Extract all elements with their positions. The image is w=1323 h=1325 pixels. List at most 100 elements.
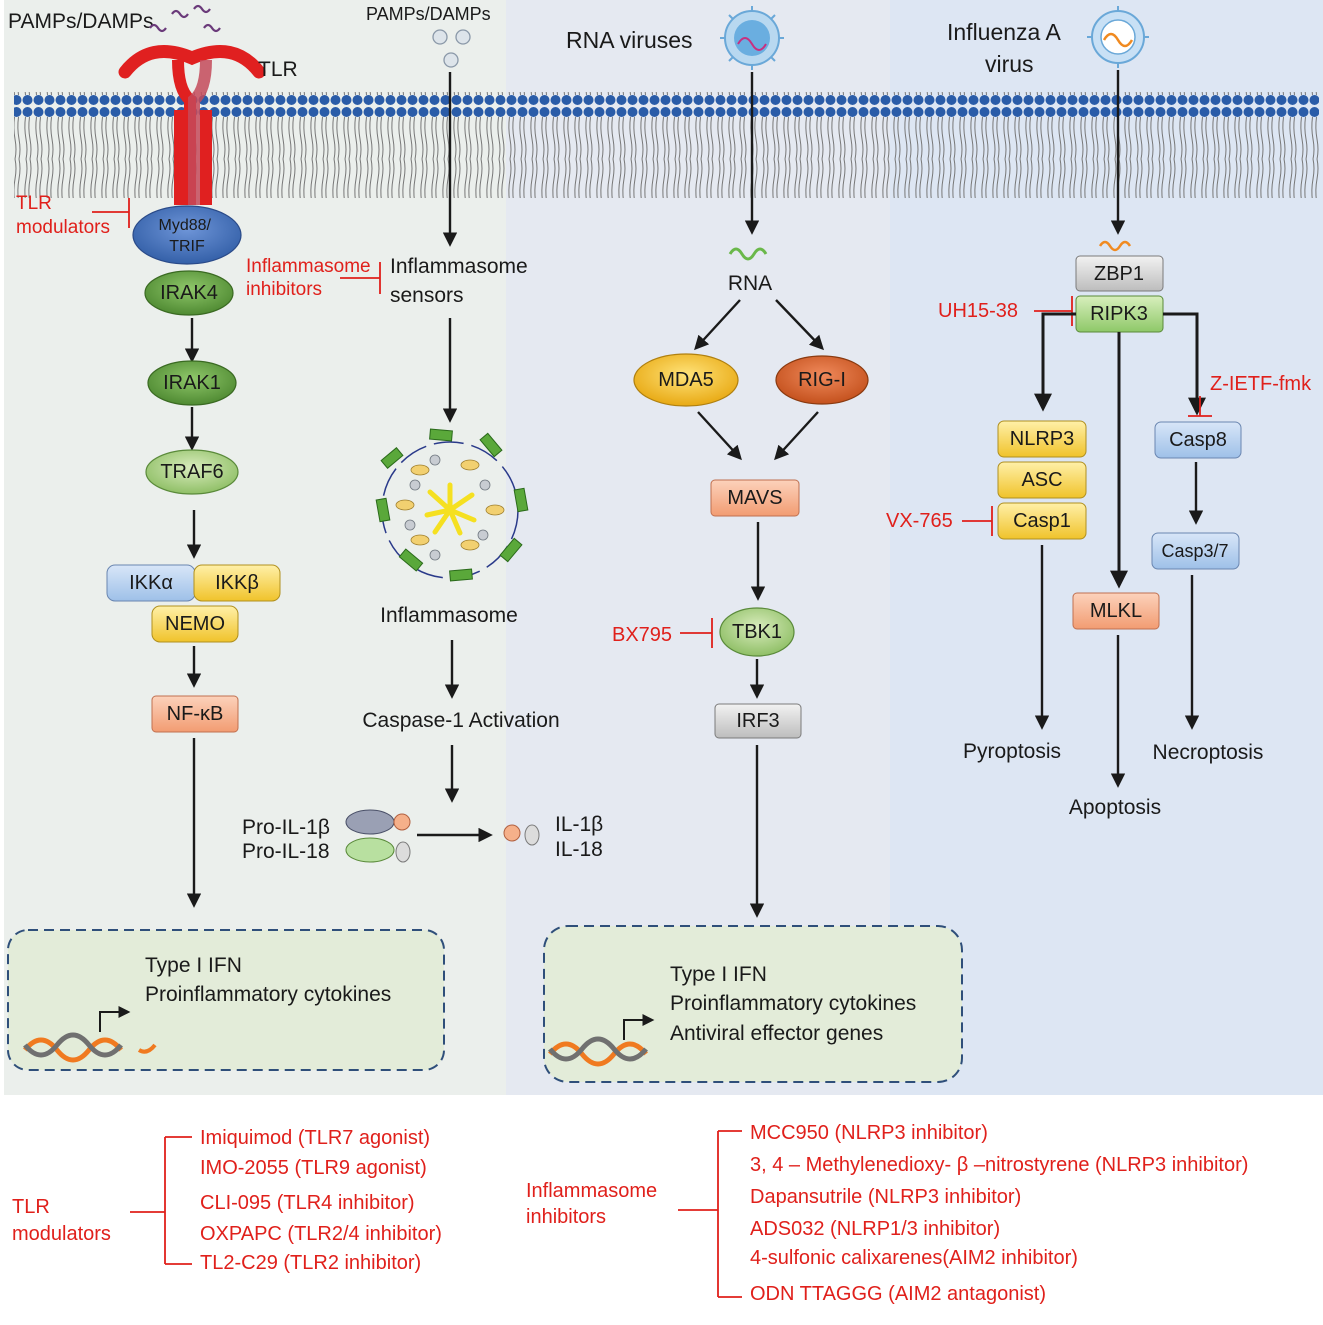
ikka-label: IKKα (129, 572, 173, 594)
tlr-modulator-inhibit-mark (92, 198, 130, 228)
casp37-node (1151, 532, 1240, 570)
inflammasome-inhibitors-label: Inflammasome inhibitors (246, 256, 376, 300)
pro-il1b-label: Pro-IL-1β (242, 816, 330, 839)
z-ietf-label: Z-IETF-fmk (1210, 373, 1312, 395)
influenza-line1: Influenza A (947, 19, 1061, 45)
casp1-label: Casp1 (1013, 510, 1071, 532)
legend-infl-item: MCC950 (NLRP3 inhibitor) (750, 1122, 988, 1144)
arrow-ripk3-casp8 (1163, 312, 1206, 416)
ikkb-label: IKKβ (215, 572, 259, 594)
legend-infl-bracket (678, 1130, 742, 1298)
vx765-label: VX-765 (886, 510, 953, 532)
uh15-inhibit-mark (1034, 296, 1073, 326)
mavs-node (710, 479, 800, 517)
legend-tlr-item: CLI-095 (TLR4 inhibitor) (200, 1192, 415, 1214)
influenza-line2: virus (985, 51, 1034, 77)
dna-icon (23, 1006, 157, 1063)
casp8-label: Casp8 (1169, 429, 1227, 451)
inflammasome-sensors-label: Inflammasome sensors (390, 255, 534, 307)
tlr-output-2: Proinflammatory cytokines (145, 983, 391, 1006)
legend-tlr-items: Imiquimod (TLR7 agonist) IMO-2055 (TLR9 … (200, 1127, 442, 1274)
tlr-ligand-label: PAMPs/DAMPs (8, 10, 153, 33)
sensors-line2: sensors (390, 284, 464, 307)
legend-infl-items: MCC950 (NLRP3 inhibitor) 3, 4 – Methylen… (750, 1122, 1248, 1305)
influenza-virus-icon (1087, 6, 1149, 68)
mda5-label: MDA5 (658, 369, 714, 391)
z-ietf-inhibit-mark (1188, 396, 1212, 417)
rna-viruses-label: RNA viruses (566, 27, 693, 53)
asc-label: ASC (1021, 469, 1062, 491)
arrow-rigi-mavs (774, 411, 819, 461)
ikkb-node (193, 564, 281, 602)
legend-infl-item: 4-sulfonic calixarenes(AIM2 inhibitor) (750, 1247, 1078, 1269)
arrow-ripk3-nlrp3 (1034, 312, 1076, 412)
pro-il18-label: Pro-IL-18 (242, 840, 330, 863)
legend-infl-title: Inflammasome inhibitors (526, 1180, 663, 1228)
arrow-mda5-mavs (697, 411, 742, 461)
legend-tlr-item: OXPAPC (TLR2/4 inhibitor) (200, 1223, 442, 1245)
inflammasome-complex-icon (375, 428, 529, 582)
rigi-node (775, 355, 869, 405)
irak4-label: IRAK4 (160, 282, 218, 304)
bx795-inhibit-mark (680, 618, 713, 648)
irak1-node (147, 360, 237, 406)
irf3-label: IRF3 (736, 710, 779, 732)
casp8-node (1154, 421, 1242, 459)
necroptosis-label: Necroptosis (1153, 741, 1264, 764)
traf6-node (145, 449, 239, 495)
zbp1-node (1075, 255, 1164, 292)
cell-membrane (14, 92, 1319, 198)
myd88-trif-label: Myd88/ TRIF (159, 217, 216, 255)
legend-tlr-line2: modulators (12, 1223, 111, 1245)
rna-output-3: Antiviral effector genes (670, 1022, 883, 1045)
mlkl-label: MLKL (1090, 600, 1142, 622)
irak4-node (144, 270, 234, 316)
legend-tlr-title: TLR modulators (12, 1196, 111, 1245)
arrow-rna-mda5 (694, 299, 741, 351)
caspase1-activation-label: Caspase-1 Activation (362, 709, 559, 732)
infl-inhibit-mark (340, 262, 381, 294)
zbp1-label: ZBP1 (1094, 263, 1144, 285)
nemo-node (151, 605, 239, 643)
tbk1-label: TBK1 (732, 621, 782, 643)
legend-infl-item: ADS032 (NLRP1/3 inhibitor) (750, 1218, 1000, 1240)
rna-strand-icon (728, 247, 768, 261)
pyroptosis-label: Pyroptosis (963, 740, 1061, 763)
legend-infl-item: Dapansutrile (NLRP3 inhibitor) (750, 1186, 1021, 1208)
infl-ligand-label: PAMPs/DAMPs (366, 4, 491, 24)
pamp-particles-icon (432, 29, 471, 68)
infl-inh-line1: Inflammasome (246, 256, 371, 277)
tlr-modulators-line2: modulators (16, 217, 110, 238)
legend-infl-item: ODN TTAGGG (AIM2 antagonist) (750, 1283, 1046, 1305)
tlr-modulators-line1: TLR (16, 193, 52, 214)
infl-inh-line2: inhibitors (246, 279, 322, 300)
tlr-modulators-label: TLR modulators (16, 193, 110, 238)
uh15-38-label: UH15-38 (938, 300, 1018, 322)
bx795-label: BX795 (612, 624, 672, 646)
il18-label: IL-18 (555, 838, 603, 861)
rna-output-1: Type I IFN (670, 963, 767, 986)
mda5-node (633, 353, 739, 407)
myd88-trif-node (132, 205, 242, 265)
nlrp3-label: NLRP3 (1010, 428, 1074, 450)
rna-label: RNA (728, 272, 772, 295)
dna-icon-2 (548, 1014, 655, 1067)
pro-cytokine-icons (345, 809, 411, 863)
tlr-output-box (7, 929, 445, 1071)
legend-tlr-bracket (130, 1136, 192, 1265)
apoptosis-label: Apoptosis (1069, 796, 1161, 819)
traf6-label: TRAF6 (160, 461, 223, 483)
rna-output-box (543, 925, 963, 1083)
arrow-rna-rigi (775, 299, 824, 351)
rna-output-2: Proinflammatory cytokines (670, 992, 916, 1015)
influenza-label: Influenza A virus (947, 19, 1066, 77)
legend-tlr-item: TL2-C29 (TLR2 inhibitor) (200, 1252, 421, 1274)
irak1-label: IRAK1 (163, 372, 221, 394)
mavs-label: MAVS (727, 487, 782, 509)
rna-virus-icon (720, 6, 784, 70)
myd88-line1: Myd88/ (159, 217, 212, 234)
mature-cytokine-icons (503, 824, 540, 846)
myd88-line2: TRIF (169, 238, 205, 255)
vx765-inhibit-mark (962, 506, 993, 536)
